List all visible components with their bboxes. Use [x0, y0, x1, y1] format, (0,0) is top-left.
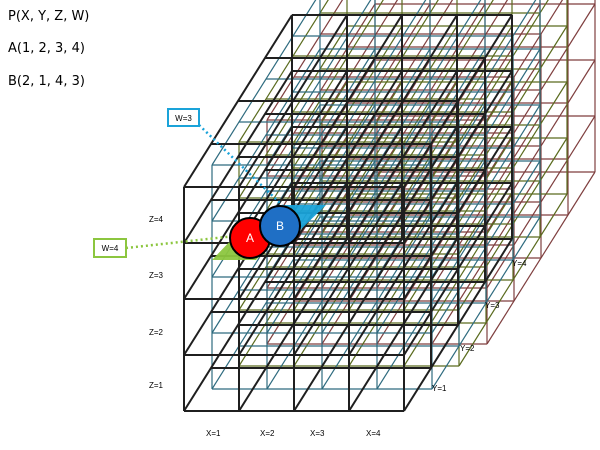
- grid-line: [266, 0, 344, 121]
- grid-line: [431, 0, 509, 121]
- grid-line: [211, 216, 321, 390]
- y-label-1: Y=1: [432, 384, 447, 393]
- grid-line: [266, 216, 376, 390]
- grid-line: [376, 3, 486, 177]
- grid-line: [321, 160, 431, 334]
- y-label-2: Y=2: [460, 344, 475, 353]
- grid-line: [376, 0, 454, 121]
- w4-leader-line: [125, 234, 236, 250]
- point-b-marker: [259, 205, 301, 247]
- definition-b: B(2, 1, 4, 3): [8, 74, 85, 89]
- grid-line: [183, 14, 293, 188]
- w-layers: [183, 0, 596, 412]
- grid-line: [321, 59, 431, 233]
- y-label-3: Y=3: [485, 301, 500, 310]
- x-label-1: X=1: [206, 429, 221, 438]
- x-label-3: X=3: [310, 429, 325, 438]
- definition-p: P(X, Y, Z, W): [8, 9, 89, 24]
- definition-a: A(1, 2, 3, 4): [8, 41, 85, 56]
- grid-line: [321, 216, 431, 390]
- grid-line: [211, 0, 317, 166]
- w4-callout-label: W=4: [102, 244, 119, 253]
- w3-callout-label: W=3: [175, 114, 192, 123]
- point-a-label: A: [246, 231, 254, 245]
- z-label-4: Z=4: [149, 215, 164, 224]
- z-label-3: Z=3: [149, 271, 164, 280]
- grid-line: [321, 3, 431, 177]
- grid-line: [321, 0, 399, 121]
- grid-line: [266, 3, 376, 177]
- grid-line: [266, 160, 376, 334]
- grid-line: [183, 70, 293, 244]
- z-label-1: Z=1: [149, 381, 164, 390]
- w3-callout-box: [167, 108, 200, 127]
- grid-line: [211, 48, 321, 222]
- x-label-4: X=4: [366, 429, 381, 438]
- z-label-2: Z=2: [149, 328, 164, 337]
- y-label-4: Y=4: [512, 259, 527, 268]
- w4-callout-box: [93, 238, 127, 258]
- x-label-2: X=2: [260, 429, 275, 438]
- w3-leader-line: [198, 124, 283, 206]
- grid-line: [266, 59, 376, 233]
- point-b-label: B: [276, 219, 284, 233]
